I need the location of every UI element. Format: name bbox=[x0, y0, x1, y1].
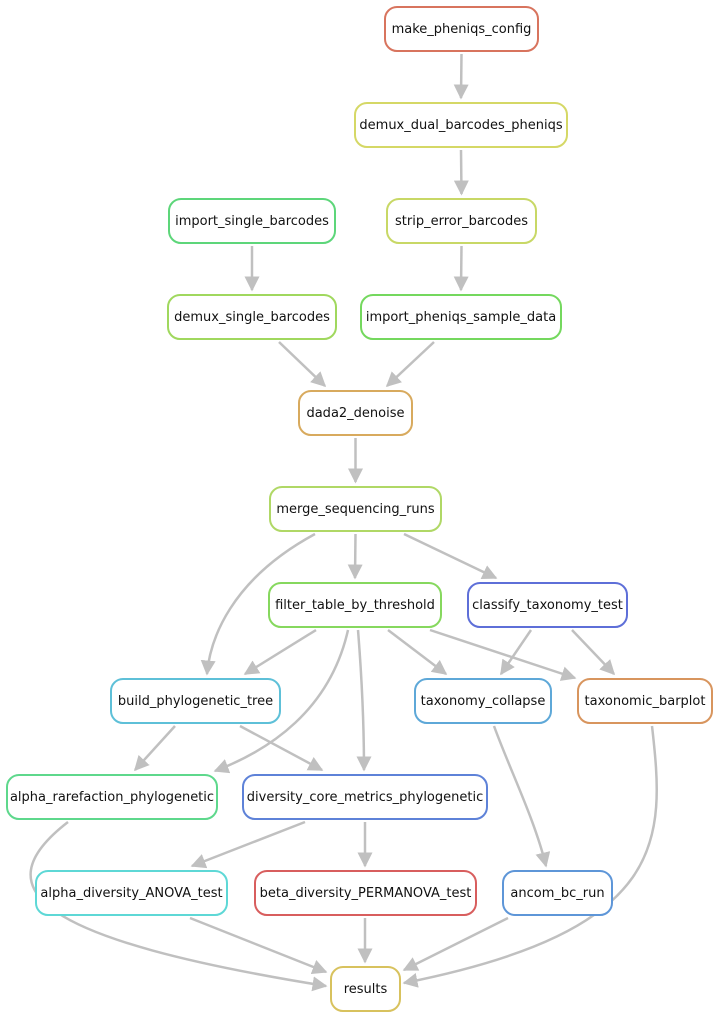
edge-strip-error-barcodes-to-import-pheniqs-sample-data bbox=[453, 245, 469, 292]
node-merge-sequencing-runs[interactable]: merge_sequencing_runs bbox=[269, 486, 442, 532]
node-dada2-denoise[interactable]: dada2_denoise bbox=[298, 390, 413, 436]
edge-diversity-core-metrics-phylogenetic-to-alpha-diversity-ANOVA-test bbox=[190, 820, 306, 869]
edge-filter-table-by-threshold-to-taxonomy-collapse bbox=[387, 629, 448, 675]
node-build-phylogenetic-tree[interactable]: build_phylogenetic_tree bbox=[110, 678, 281, 724]
edge-alpha-diversity-ANOVA-test-to-results bbox=[189, 916, 328, 974]
node-demux-dual-barcodes-pheniqs[interactable]: demux_dual_barcodes_pheniqs bbox=[354, 102, 568, 148]
node-results[interactable]: results bbox=[330, 966, 401, 1012]
edge-filter-table-by-threshold-to-build-phylogenetic-tree bbox=[243, 628, 317, 676]
edge-filter-table-by-threshold-to-diversity-core-metrics-phylogenetic bbox=[356, 629, 372, 772]
node-diversity-core-metrics-phylogenetic[interactable]: diversity_core_metrics_phylogenetic bbox=[242, 774, 488, 820]
edge-classify-taxonomy-test-to-taxonomy-collapse bbox=[499, 629, 533, 676]
edge-taxonomic-barplot-to-results bbox=[402, 725, 658, 988]
edge-filter-table-by-threshold-to-taxonomic-barplot bbox=[429, 628, 577, 681]
edge-taxonomy-collapse-to-ancom-bc-run bbox=[492, 725, 551, 868]
node-ancom-bc-run[interactable]: ancom_bc_run bbox=[502, 870, 613, 916]
edge-build-phylogenetic-tree-to-alpha-rarefaction-phylogenetic bbox=[133, 725, 176, 772]
edge-merge-sequencing-runs-to-build-phylogenetic-tree bbox=[200, 532, 316, 676]
node-strip-error-barcodes[interactable]: strip_error_barcodes bbox=[386, 198, 537, 244]
node-filter-table-by-threshold[interactable]: filter_table_by_threshold bbox=[268, 582, 442, 628]
edge-classify-taxonomy-test-to-taxonomic-barplot bbox=[571, 629, 616, 676]
node-alpha-rarefaction-phylogenetic[interactable]: alpha_rarefaction_phylogenetic bbox=[6, 774, 218, 820]
node-alpha-diversity-anova-test[interactable]: alpha_diversity_ANOVA_test bbox=[35, 870, 228, 916]
node-classify-taxonomy-test[interactable]: classify_taxonomy_test bbox=[467, 582, 628, 628]
edge-import-pheniqs-sample-data-to-dada2-denoise bbox=[385, 341, 435, 388]
node-demux-single-barcodes[interactable]: demux_single_barcodes bbox=[167, 294, 337, 340]
node-taxonomy-collapse[interactable]: taxonomy_collapse bbox=[414, 678, 552, 724]
edge-merge-sequencing-runs-to-classify-taxonomy-test bbox=[403, 532, 498, 580]
node-beta-diversity-permanova-test[interactable]: beta_diversity_PERMANOVA_test bbox=[254, 870, 477, 916]
node-make-pheniqs-config[interactable]: make_pheniqs_config bbox=[384, 6, 539, 52]
edge-filter-table-by-threshold-to-alpha-rarefaction-phylogenetic bbox=[213, 629, 350, 774]
edge-demux-single-barcodes-to-dada2-denoise bbox=[278, 341, 327, 388]
edge-demux-dual-barcodes-pheniqs-to-strip-error-barcodes bbox=[453, 149, 469, 196]
edge-ancom-bc-run-to-results bbox=[402, 916, 509, 972]
node-taxonomic-barplot[interactable]: taxonomic_barplot bbox=[577, 678, 713, 724]
node-import-pheniqs-sample-data[interactable]: import_pheniqs_sample_data bbox=[360, 294, 562, 340]
edge-make-pheniqs-config-to-demux-dual-barcodes-pheniqs bbox=[453, 53, 469, 100]
edge-merge-sequencing-runs-to-filter-table-by-threshold bbox=[347, 533, 363, 580]
edge-build-phylogenetic-tree-to-diversity-core-metrics-phylogenetic bbox=[239, 724, 324, 772]
node-import-single-barcodes[interactable]: import_single_barcodes bbox=[168, 198, 336, 244]
